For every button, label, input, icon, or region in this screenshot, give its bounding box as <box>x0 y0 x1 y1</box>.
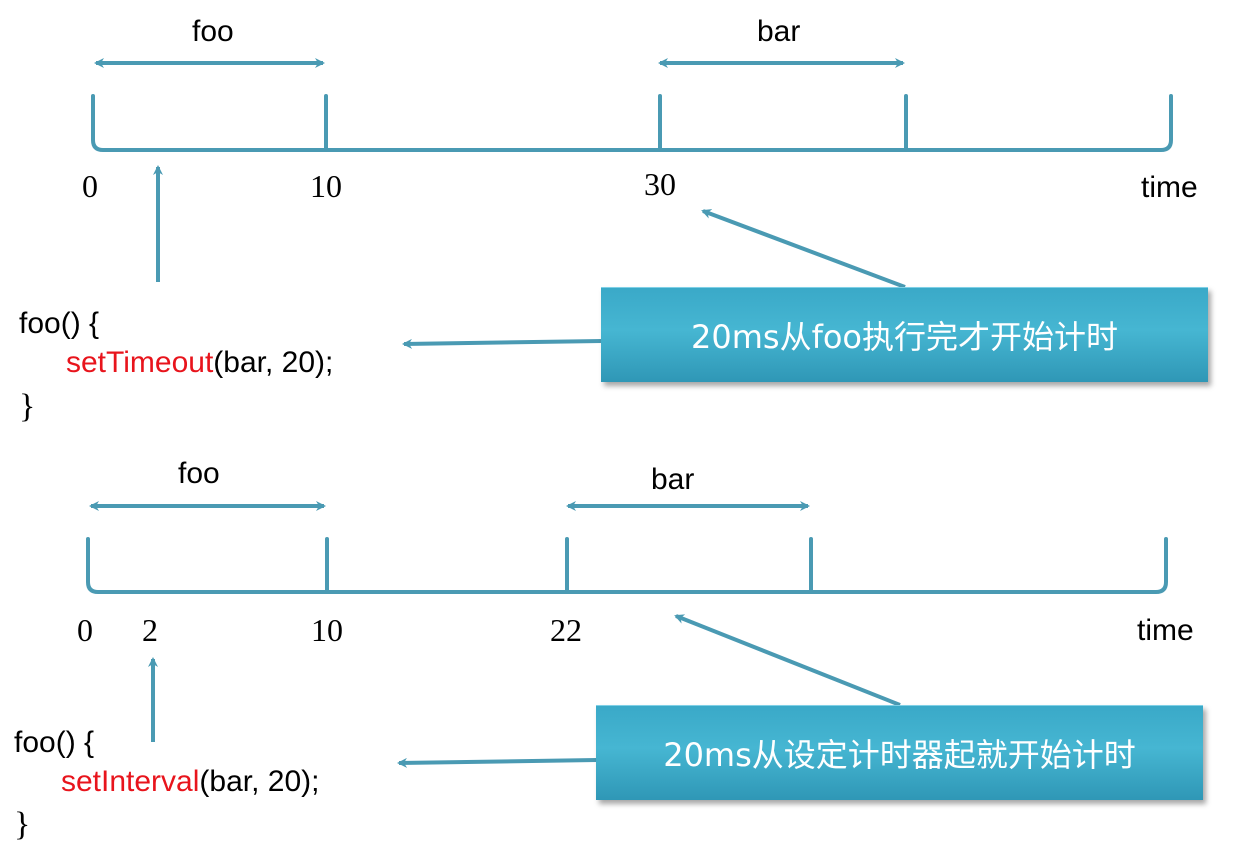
top-callout-box: 20ms从foo执行完才开始计时 <box>601 287 1208 382</box>
top-code-line-2: setTimeout(bar, 20); <box>66 348 333 378</box>
top-foo-label: foo <box>192 15 234 48</box>
top-code-line-1: foo() { <box>19 307 100 340</box>
top-code-args: (bar, 20); <box>213 346 334 379</box>
bottom-foo-label: foo <box>178 457 220 490</box>
bottom-callout-box: 20ms从设定计时器起就开始计时 <box>596 705 1203 800</box>
bottom-axis-line <box>86 537 1168 594</box>
bottom-callout-to-22-arrow <box>674 614 901 707</box>
top-tick-label-30: 30 <box>644 166 676 202</box>
bottom-callout-to-code-arrow <box>397 757 598 768</box>
top-callout-to-code-arrow <box>402 338 603 349</box>
top-callout-text: 20ms从foo执行完才开始计时 <box>691 318 1118 356</box>
bottom-code-line-1: foo() { <box>14 726 95 759</box>
bottom-time-axis-label: time <box>1137 614 1194 647</box>
top-bar-label: bar <box>757 15 801 48</box>
bottom-tick-label-22: 22 <box>550 612 582 648</box>
top-timeline <box>91 94 1173 152</box>
top-time-axis-label: time <box>1141 171 1198 204</box>
bottom-timeline <box>86 537 1168 594</box>
setinterval-function-name: setInterval <box>61 765 200 798</box>
bottom-tick-label-10: 10 <box>311 612 343 648</box>
bottom-bar-label: bar <box>651 463 695 496</box>
settimeout-function-name: setTimeout <box>66 346 214 379</box>
bottom-tick-label-0: 0 <box>77 612 93 648</box>
bottom-callout-text: 20ms从设定计时器起就开始计时 <box>663 736 1136 774</box>
bottom-code-args: (bar, 20); <box>199 765 320 798</box>
bottom-code-line-2: setInterval(bar, 20); <box>61 767 319 797</box>
top-axis-line <box>91 94 1173 152</box>
top-code-close-brace: } <box>19 388 36 425</box>
top-tick-label-0: 0 <box>82 168 98 204</box>
top-tick-label-10: 10 <box>310 168 342 204</box>
top-callout-to-30-arrow <box>701 209 906 289</box>
bottom-code-close-brace: } <box>14 806 31 843</box>
bottom-tick-label-2: 2 <box>142 612 158 648</box>
